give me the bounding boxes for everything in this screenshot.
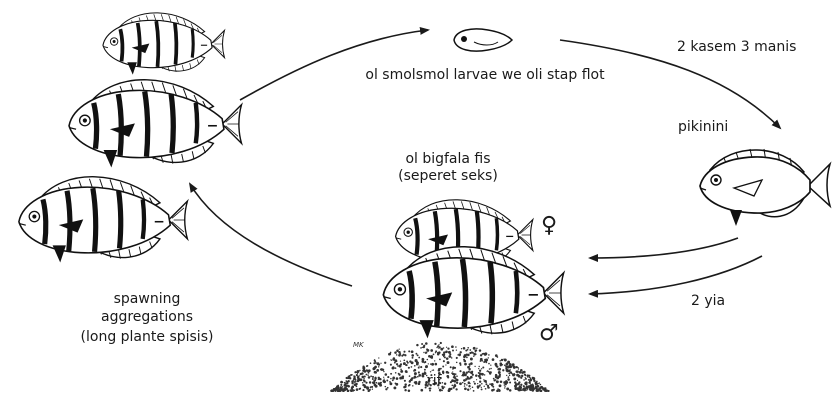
fish-aggregation-top xyxy=(103,13,225,74)
larva-illustration xyxy=(454,29,512,51)
arrow-juvenile-to-male xyxy=(590,256,762,294)
artist-initials: MK xyxy=(353,341,364,349)
adult-male-fish xyxy=(383,247,563,337)
spawning-label-line2: aggregations xyxy=(62,308,232,326)
larvae-label: ol smolsmol larvae we oli stap flot xyxy=(335,66,635,84)
male-symbol: ♂ xyxy=(539,323,559,345)
duration-years-label: 2 yia xyxy=(691,292,725,310)
spawning-label-line1: spawning xyxy=(62,290,232,308)
female-symbol: ♀ xyxy=(541,215,557,237)
juvenile-fish-illustration xyxy=(700,149,830,226)
arrow-juvenile-to-female xyxy=(590,238,738,258)
arrow-adults-to-spawning xyxy=(190,184,352,286)
duration-months-label: 2 kasem 3 manis xyxy=(677,38,796,56)
arrow-spawning-to-larvae xyxy=(240,30,428,100)
spawning-label-line3: (long plante spisis) xyxy=(62,328,232,346)
adults-label-line2: (seperet seks) xyxy=(378,167,518,185)
adults-label-line1: ol bigfala fis xyxy=(378,150,518,168)
fish-aggregation-middle xyxy=(69,80,241,166)
juvenile-label: pikinini xyxy=(678,118,728,136)
reef-label: rif xyxy=(427,372,442,390)
fish-aggregation-bottom xyxy=(19,177,188,262)
